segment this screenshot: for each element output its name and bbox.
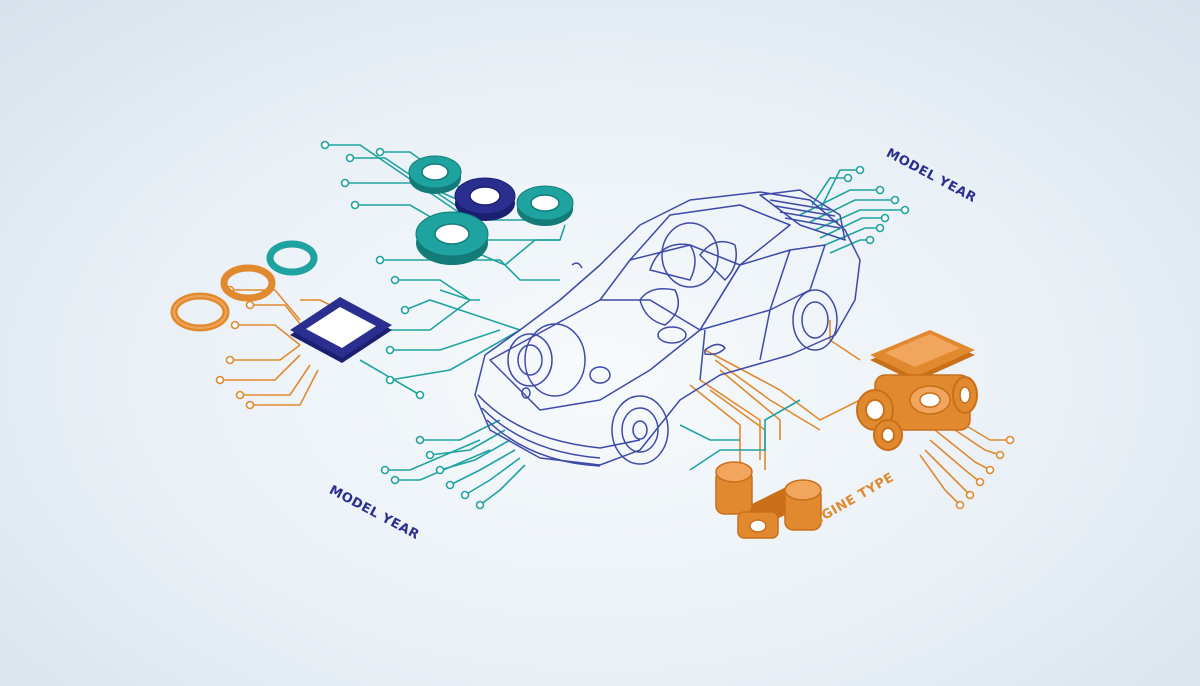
teal-trace-piston-link xyxy=(679,399,801,471)
teal-trace-nodes-right xyxy=(843,165,910,245)
engine-block-icon xyxy=(856,330,978,451)
teal-circuit-traces-right xyxy=(799,169,905,254)
gear-icon xyxy=(415,211,489,265)
chain-link-icon xyxy=(170,240,318,332)
teal-trace-nodes xyxy=(320,140,425,400)
piston-icon xyxy=(715,461,822,539)
teal-trace-nodes-bottom xyxy=(380,435,485,510)
car-wireframe xyxy=(474,189,861,467)
gear-icon xyxy=(408,155,462,194)
gear-icon xyxy=(516,185,574,226)
microchip-icon xyxy=(290,297,392,363)
gear-icon xyxy=(454,177,516,221)
orange-trace-nodes-right xyxy=(955,435,1015,510)
teal-circuit-traces-bottom xyxy=(385,419,526,506)
